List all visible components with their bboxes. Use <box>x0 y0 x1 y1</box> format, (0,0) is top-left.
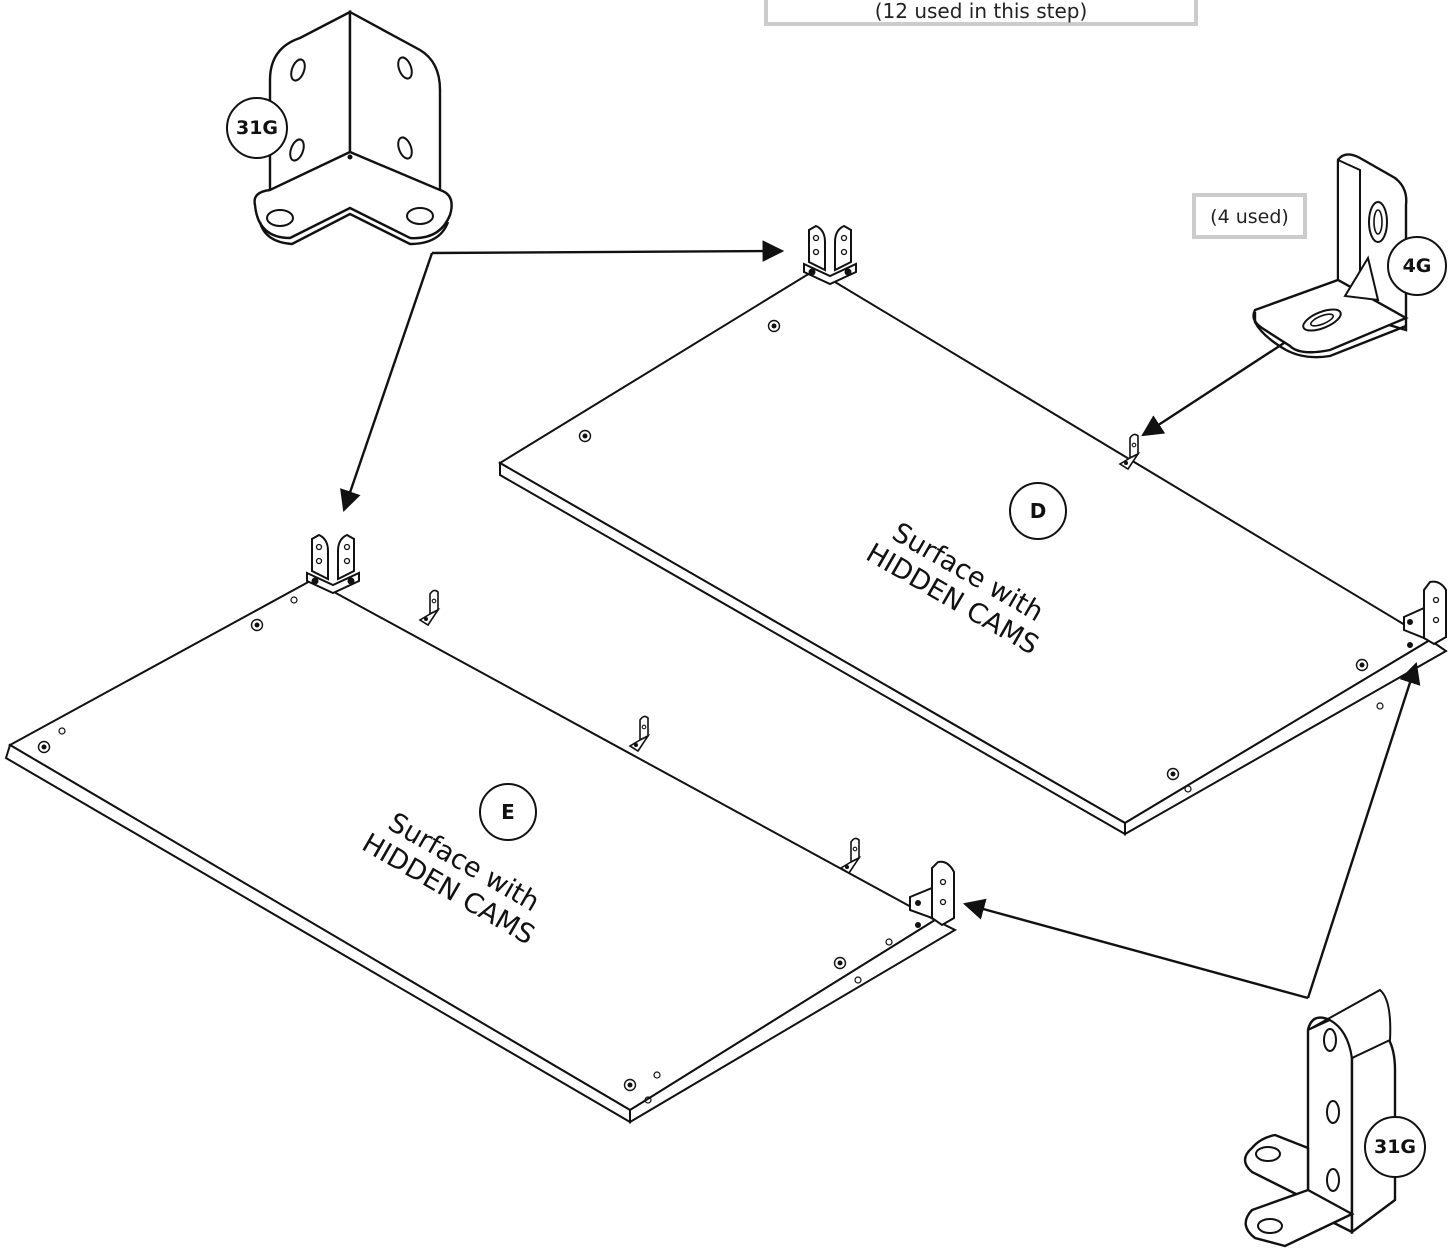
arrow-4g-to-panel-d <box>1141 341 1285 437</box>
part-4g <box>1252 153 1409 359</box>
part-label-31g-top: 31G <box>226 97 288 159</box>
usage-note-box: (12 used in this step) <box>764 0 1198 26</box>
panel-d <box>498 268 1448 836</box>
bracket-4g-count-box: (4 used) <box>1192 193 1307 239</box>
part-31g-top <box>253 9 453 246</box>
arrows <box>340 240 1421 1000</box>
part-31g-bottom <box>1243 988 1397 1248</box>
arrow-31g-to-panel-d <box>431 240 785 262</box>
arrow-31g-to-panel-e-front <box>962 898 1309 1000</box>
bracket-on-panel-e-front <box>909 860 955 928</box>
panel-e <box>4 578 958 1124</box>
bracket-on-panel-d-front <box>1403 580 1447 648</box>
bracket-4g-count-text: (4 used) <box>1210 206 1289 228</box>
panel-d-id: D <box>1009 482 1067 540</box>
panel-e-id: E <box>479 783 537 841</box>
part-label-31g-bottom: 31G <box>1364 1116 1426 1178</box>
l-bracket-on-panel-e-3 <box>840 837 860 874</box>
arrow-31g-to-panel-e <box>340 252 434 513</box>
l-bracket-on-panel-e-1 <box>419 589 439 626</box>
bracket-on-panel-e-back <box>306 534 360 594</box>
usage-note-text: (12 used in this step) <box>874 0 1088 23</box>
l-bracket-on-panel-e-2 <box>629 715 649 752</box>
arrow-31g-to-panel-d-front <box>1306 661 1421 999</box>
part-label-4g: 4G <box>1387 236 1447 296</box>
bracket-on-panel-d-back <box>803 225 857 285</box>
